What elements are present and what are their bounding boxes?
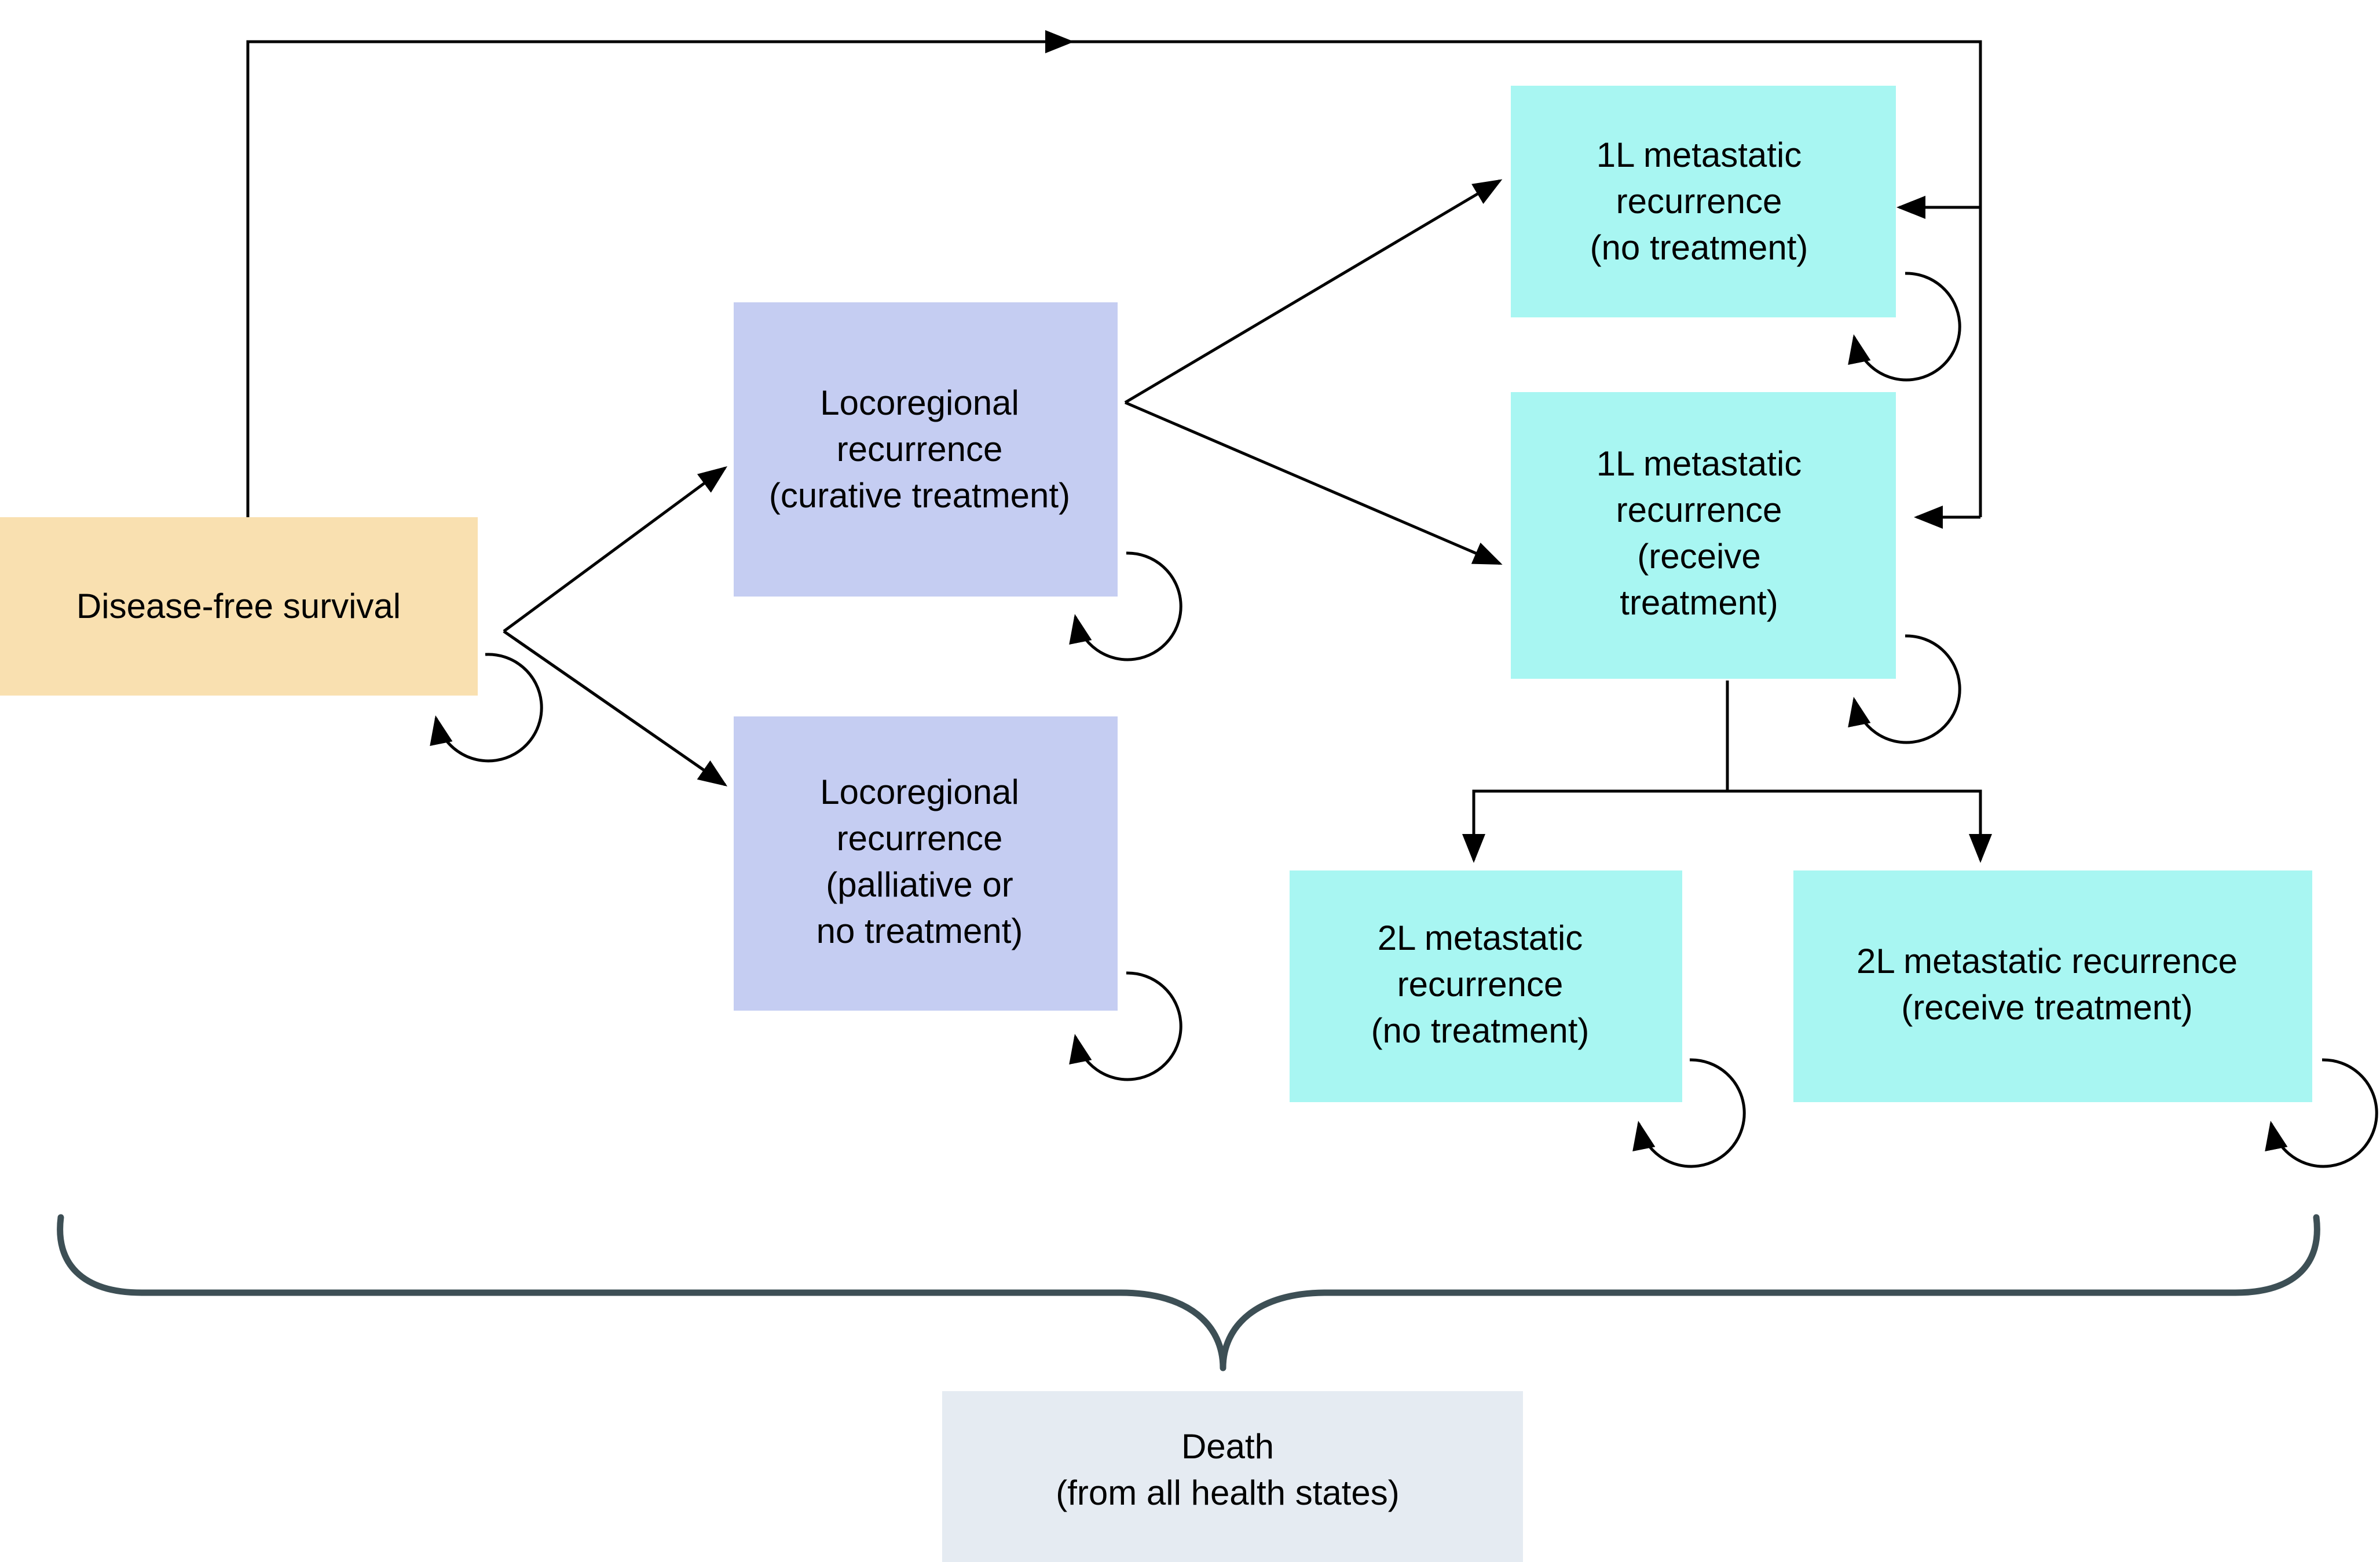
label-line: Disease-free survival bbox=[76, 587, 401, 625]
box-2l-receive-treatment bbox=[1793, 870, 2312, 1102]
node-2l-no-treatment: 2L metastatic recurrence (no treatment) bbox=[1290, 870, 1682, 1102]
label-line: Locoregional bbox=[820, 383, 1019, 422]
label-line: recurrence bbox=[1397, 965, 1564, 1004]
all-states-brace bbox=[57, 1214, 2320, 1371]
label-line: (no treatment) bbox=[1590, 228, 1808, 267]
label-line: (from all health states) bbox=[1056, 1473, 1400, 1512]
self-loop-arrows bbox=[430, 272, 2378, 1168]
label-line: Locoregional bbox=[820, 773, 1019, 811]
label-line: no treatment) bbox=[816, 912, 1023, 950]
node-1l-no-treatment: 1L metastatic recurrence (no treatment) bbox=[1511, 86, 1896, 317]
box-locoregional-palliative bbox=[734, 716, 1118, 1011]
label-line: (palliative or bbox=[826, 865, 1013, 904]
label-line: recurrence bbox=[1616, 182, 1782, 221]
label-line: recurrence bbox=[837, 819, 1003, 858]
label-line: (no treatment) bbox=[1371, 1011, 1590, 1050]
label-line: recurrence bbox=[1616, 491, 1782, 529]
label-line: (curative treatment) bbox=[769, 476, 1070, 515]
label-line: (receive treatment) bbox=[1901, 988, 2193, 1027]
health-state-boxes: Disease-free survival Locoregional recurr… bbox=[0, 86, 2312, 1562]
label-line: recurrence bbox=[837, 430, 1003, 469]
label-locoregional-curative: Locoregional recurrence (curative treatmen… bbox=[769, 383, 1070, 515]
node-2l-receive-treatment: 2L metastatic recurrence (receive treatme… bbox=[1793, 870, 2312, 1102]
self-loop-locoregional-curative bbox=[1069, 551, 1182, 661]
box-1l-receive-treatment bbox=[1511, 392, 1896, 679]
box-2l-no-treatment bbox=[1290, 870, 1682, 1102]
self-loop-2l-receive-treatment bbox=[2265, 1058, 2378, 1168]
label-line: 2L metastatic recurrence bbox=[1857, 942, 2238, 981]
arrow-1l-to-2l-receive-treatment bbox=[1727, 789, 1992, 863]
label-2l-receive-treatment: 2L metastatic recurrence (receive treatme… bbox=[1857, 942, 2238, 1027]
self-loop-locoregional-palliative bbox=[1069, 971, 1182, 1081]
self-loop-disease-free-survival bbox=[430, 653, 543, 763]
arrow-dfs-top-route bbox=[246, 40, 1982, 517]
label-line: treatment) bbox=[1620, 583, 1778, 622]
arrow-locoregional-to-1l-receive-treatment bbox=[1125, 401, 1503, 565]
node-1l-receive-treatment: 1L metastatic recurrence (receive treatment… bbox=[1511, 392, 1896, 679]
self-loop-2l-no-treatment bbox=[1632, 1058, 1746, 1168]
node-disease-free-survival: Disease-free survival bbox=[0, 517, 478, 696]
self-loop-1l-receive-treatment bbox=[1848, 634, 1961, 744]
node-locoregional-palliative: Locoregional recurrence (palliative or no t… bbox=[734, 716, 1118, 1011]
box-disease-free-survival bbox=[0, 517, 478, 696]
label-line: 2L metastatic bbox=[1378, 919, 1583, 957]
label-line: Death bbox=[1181, 1427, 1274, 1466]
label-disease-free-survival: Disease-free survival bbox=[76, 587, 401, 625]
arrow-locoregional-to-1l-no-treatment bbox=[1124, 179, 1503, 404]
label-locoregional-palliative: Locoregional recurrence (palliative or no t… bbox=[816, 773, 1023, 950]
transition-arrows bbox=[246, 30, 1992, 863]
label-line: 1L metastatic bbox=[1597, 136, 1802, 174]
box-1l-no-treatment bbox=[1511, 86, 1896, 317]
node-locoregional-curative: Locoregional recurrence (curative treatmen… bbox=[734, 302, 1118, 597]
label-line: (receive bbox=[1637, 537, 1760, 576]
label-line: 1L metastatic bbox=[1597, 444, 1802, 483]
label-1l-receive-treatment: 1L metastatic recurrence (receive treatment… bbox=[1597, 444, 1802, 622]
label-2l-no-treatment: 2L metastatic recurrence (no treatment) bbox=[1371, 919, 1590, 1050]
box-locoregional-curative bbox=[734, 302, 1118, 597]
self-loop-1l-no-treatment bbox=[1848, 272, 1961, 382]
arrow-dfs-to-locoregional-palliative-head bbox=[503, 630, 728, 787]
label-death: Death (from all health states) bbox=[1056, 1427, 1400, 1512]
box-death bbox=[942, 1391, 1523, 1562]
label-1l-no-treatment: 1L metastatic recurrence (no treatment) bbox=[1590, 136, 1808, 267]
node-death: Death (from all health states) bbox=[942, 1391, 1523, 1562]
arrow-1l-to-2l-no-treatment bbox=[1462, 789, 1727, 863]
arrow-dfs-to-locoregional-curative bbox=[503, 466, 728, 633]
